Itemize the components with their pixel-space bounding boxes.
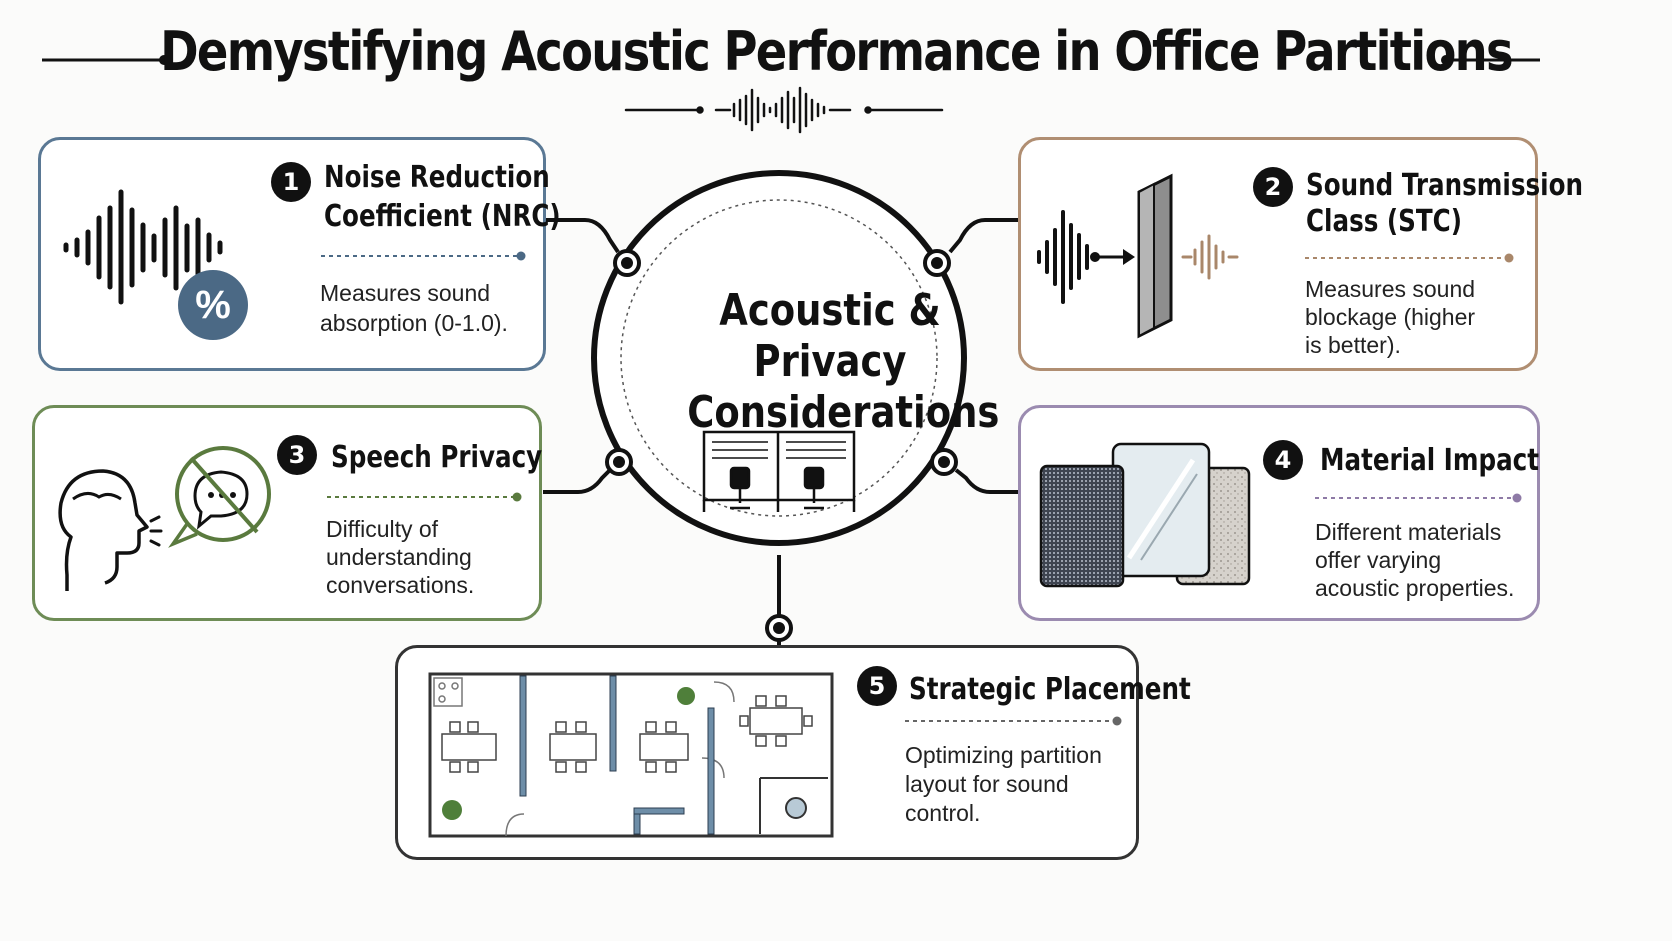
card-desc-line1: Difficulty of bbox=[326, 516, 439, 542]
percent-icon: % bbox=[178, 270, 248, 340]
page-title: Demystifying Acoustic Performance in Off… bbox=[160, 20, 1514, 83]
card-material-impact: 4 Material Impact Different materials of… bbox=[1018, 405, 1540, 621]
central-hub-circle bbox=[591, 170, 967, 546]
connector-nodes bbox=[605, 249, 958, 642]
title-divider bbox=[321, 251, 526, 261]
wall-panel-icon bbox=[1037, 173, 1239, 339]
head-speaking-icon bbox=[58, 469, 163, 591]
central-hub-line3: Considerations bbox=[687, 387, 1000, 438]
title-divider bbox=[905, 716, 1122, 726]
title-divider bbox=[327, 492, 522, 502]
card-strategic-placement: 5 Strategic Placement Optimizing partiti… bbox=[395, 645, 1191, 860]
card-desc-line2: layout for sound bbox=[905, 771, 1069, 797]
card-desc-line3: acoustic properties. bbox=[1315, 575, 1515, 601]
title-waveform-icon bbox=[624, 86, 944, 134]
title-divider bbox=[1315, 493, 1522, 503]
card-desc-line2: blockage (higher bbox=[1305, 304, 1476, 330]
card-desc-line2: absorption (0-1.0). bbox=[320, 310, 508, 336]
office-cubicles-icon bbox=[702, 430, 856, 512]
connector-lines bbox=[543, 218, 1020, 648]
title-divider bbox=[1305, 253, 1514, 263]
title-rule-right bbox=[1441, 55, 1540, 65]
step-number-4: 4 bbox=[1263, 440, 1303, 480]
card-desc-line1: Optimizing partition bbox=[905, 742, 1102, 768]
card-desc-line1: Measures sound bbox=[1305, 276, 1476, 302]
central-hub-line2: Privacy bbox=[753, 336, 907, 387]
material-samples-icon bbox=[1039, 442, 1251, 588]
card-title-line1: Speech Privacy bbox=[331, 440, 543, 475]
card-title-line1: Material Impact bbox=[1320, 443, 1540, 478]
card-nrc: % 1 Noise Reduction Coefficient (NRC) Me… bbox=[38, 137, 561, 371]
card-desc-line1: Different materials bbox=[1315, 519, 1502, 545]
card-desc-line2: understanding bbox=[326, 544, 472, 570]
card-stc: 2 Sound Transmission Class (STC) Measure… bbox=[1018, 137, 1583, 371]
card-desc-line1: Measures sound bbox=[320, 280, 491, 306]
card-desc-line3: is better). bbox=[1305, 332, 1401, 358]
card-title-line1: Sound Transmission bbox=[1306, 168, 1583, 203]
title-rule-left bbox=[42, 55, 169, 65]
central-hub-label: Acoustic & Privacy Considerations bbox=[687, 285, 1000, 438]
card-title-line2: Class (STC) bbox=[1306, 204, 1462, 239]
card-desc-line3: conversations. bbox=[326, 572, 475, 598]
card-speech-privacy: 3 Speech Privacy Difficulty of understan… bbox=[32, 405, 542, 621]
card-title-line1: Strategic Placement bbox=[909, 672, 1191, 707]
card-title-line2: Coefficient (NRC) bbox=[324, 199, 561, 234]
step-number-3: 3 bbox=[277, 435, 317, 475]
step-number-1: 1 bbox=[271, 162, 311, 202]
step-number-5: 5 bbox=[857, 666, 897, 706]
central-hub-line1: Acoustic & bbox=[719, 285, 941, 336]
floor-plan-icon bbox=[428, 672, 834, 838]
card-desc-line3: control. bbox=[905, 800, 981, 826]
card-desc-line2: offer varying bbox=[1315, 547, 1442, 573]
no-chat-icon bbox=[168, 446, 271, 548]
central-hub-inner-ring bbox=[620, 199, 938, 517]
sound-wave-icon bbox=[63, 189, 223, 305]
step-number-2: 2 bbox=[1253, 167, 1293, 207]
card-title-line1: Noise Reduction bbox=[324, 160, 550, 195]
